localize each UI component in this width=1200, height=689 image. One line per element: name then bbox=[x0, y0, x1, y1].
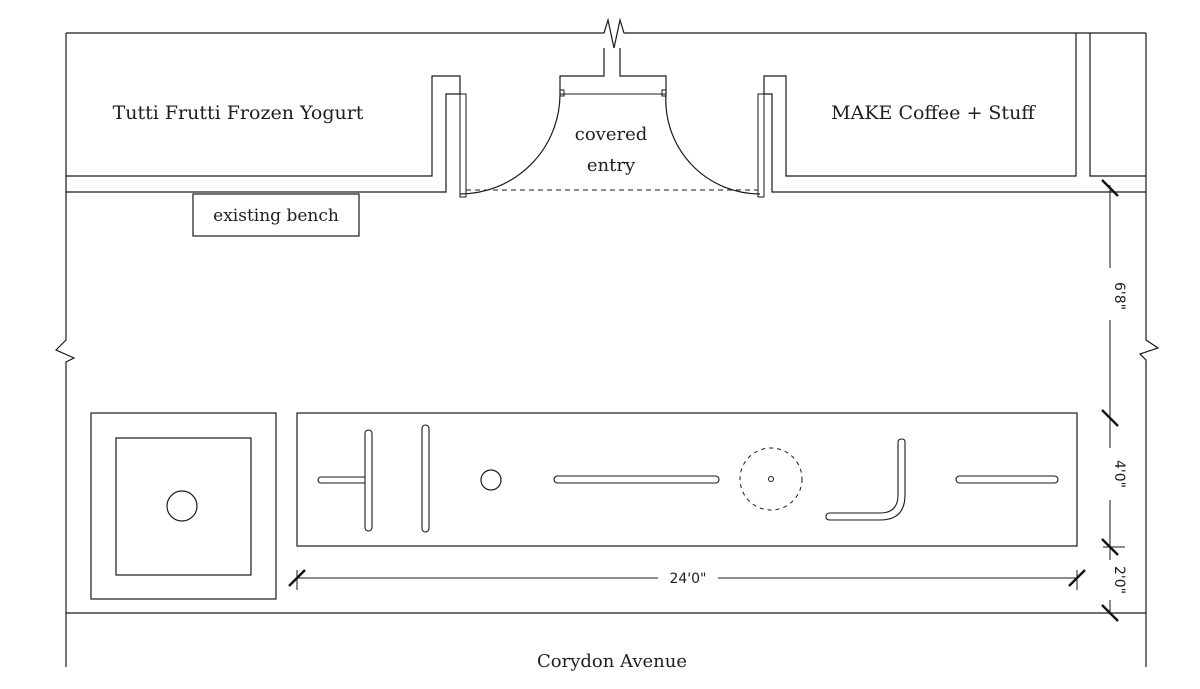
building-outline bbox=[54, 17, 1160, 667]
small-circle-element bbox=[480, 469, 502, 491]
horizontal-dimension bbox=[288, 569, 1086, 590]
label-entry-line2: entry bbox=[587, 155, 636, 176]
slot-long-horizontal bbox=[553, 475, 720, 484]
storefront-right bbox=[757, 33, 1146, 198]
existing-bench bbox=[192, 193, 360, 237]
label-entry-line1: covered bbox=[575, 124, 648, 145]
slot-right-horizontal bbox=[955, 475, 1059, 484]
label-street: Corydon Avenue bbox=[537, 651, 687, 672]
dashed-circle-center bbox=[768, 476, 774, 482]
planter-tree-circle bbox=[166, 490, 198, 522]
label-shop-left: Tutti Frutti Frozen Yogurt bbox=[113, 102, 364, 124]
dim-curb-gap: 2'0" bbox=[1111, 566, 1127, 594]
slot-l-shaped bbox=[825, 438, 906, 521]
dim-planter-length: 24'0" bbox=[669, 571, 706, 587]
slot-horizontal-short bbox=[317, 476, 371, 484]
slot-vertical-2 bbox=[421, 424, 430, 533]
dashed-circle-element bbox=[739, 447, 803, 511]
dim-depth-to-planter: 6'8" bbox=[1111, 282, 1127, 310]
label-shop-right: MAKE Coffee + Stuff bbox=[831, 102, 1036, 124]
vertical-dimensions bbox=[1101, 179, 1125, 622]
storefront-left bbox=[66, 75, 467, 198]
slot-vertical-1 bbox=[364, 429, 373, 532]
long-planter bbox=[296, 412, 1078, 547]
square-planter bbox=[90, 412, 277, 600]
entry-doors bbox=[459, 48, 761, 195]
dim-planter-depth: 4'0" bbox=[1111, 460, 1127, 488]
label-bench: existing bench bbox=[213, 206, 339, 226]
